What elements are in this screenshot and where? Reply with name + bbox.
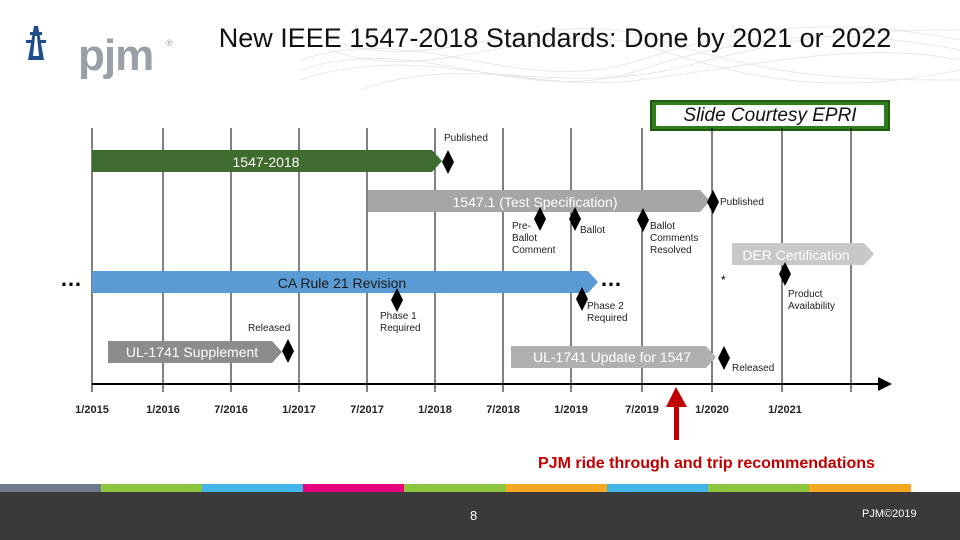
stripe-segment — [0, 484, 103, 492]
slide-title: New IEEE 1547-2018 Standards: Done by 20… — [218, 23, 892, 53]
milestone-diamond — [718, 346, 730, 370]
axis-tick-label: 1/2016 — [146, 404, 180, 416]
background-wave — [299, 26, 960, 91]
bar-1547-1: 1547.1 (Test Specification) — [368, 190, 710, 212]
axis-tick-label: 7/2017 — [350, 404, 384, 416]
bar-label: UL-1741 Update for 1547 — [533, 349, 691, 365]
stripe-segment — [808, 484, 911, 492]
milestone-label: Published — [444, 133, 488, 144]
milestone-diamond — [779, 262, 791, 286]
milestone-diamond — [707, 190, 719, 214]
bar-label: 1547.1 (Test Specification) — [453, 194, 618, 210]
stripe-segment — [707, 484, 810, 492]
milestone-diamonds — [282, 150, 791, 370]
red-arrow-icon — [666, 387, 687, 440]
bar-label: CA Rule 21 Revision — [278, 275, 406, 291]
stripe-segment — [404, 484, 507, 492]
ellipsis-left: … — [60, 266, 82, 291]
logo-text: pjm — [78, 31, 154, 80]
marker-asterisk: * — [721, 273, 726, 287]
milestone-label: Ballot — [580, 225, 605, 236]
footer-bar — [0, 492, 960, 540]
milestone-diamond — [569, 207, 581, 231]
courtesy-box: Slide Courtesy EPRI — [650, 100, 890, 131]
axis-tick-label: 1/2015 — [75, 404, 109, 416]
stripe-segment — [303, 484, 406, 492]
milestone-label: Released — [732, 363, 774, 374]
bar-ul1741-update: UL-1741 Update for 1547 — [511, 346, 716, 368]
axis-tick-label: 1/2020 — [695, 404, 729, 416]
milestone-diamond — [534, 207, 546, 231]
axis-tick-label: 1/2021 — [768, 404, 802, 416]
axis-tick-label: 1/2017 — [282, 404, 316, 416]
axis-tick-label: 7/2019 — [625, 404, 659, 416]
axis-tick-label: 1/2019 — [554, 404, 588, 416]
stripe-segment — [101, 484, 204, 492]
bar-der-certification: DER Certification — [732, 243, 874, 265]
axis-labels: 1/2015 1/2016 7/2016 1/2017 7/2017 1/201… — [75, 404, 802, 416]
logo-registered-mark: ® — [166, 38, 173, 48]
axis-tick-label: 7/2018 — [486, 404, 520, 416]
pjm-logo: pjm ® — [18, 16, 173, 78]
bar-ca-rule-21: CA Rule 21 Revision — [92, 271, 598, 293]
stripe-segment — [606, 484, 709, 492]
bar-1547-2018: 1547-2018 — [92, 150, 442, 172]
bar-label: 1547-2018 — [233, 154, 300, 170]
page-number: 8 — [470, 508, 478, 523]
courtesy-label: Slide Courtesy EPRI — [656, 105, 884, 126]
recommendation-note: PJM ride through and trip recommendation… — [538, 455, 875, 472]
milestone-diamond — [637, 208, 649, 232]
axis-tick-label: 7/2016 — [214, 404, 248, 416]
stripe-segment — [505, 484, 608, 492]
milestone-diamond — [282, 339, 294, 363]
axis-tick-label: 1/2018 — [418, 404, 452, 416]
milestone-label: Released — [248, 323, 290, 334]
copyright: PJM©2019 — [862, 508, 917, 520]
milestone-diamond — [391, 288, 403, 312]
milestone-diamond — [442, 150, 454, 174]
milestone-label: Published — [720, 197, 764, 208]
axis-arrow-icon — [878, 377, 892, 391]
bar-label: UL-1741 Supplement — [126, 344, 258, 360]
bar-label: DER Certification — [742, 247, 849, 263]
bar-ul1741-supplement: UL-1741 Supplement — [108, 341, 282, 363]
ellipsis-right: … — [600, 266, 622, 291]
milestone-diamond — [576, 287, 588, 311]
tower-icon — [26, 26, 46, 60]
stripe-segment — [202, 484, 305, 492]
timeline-chart: 1547-2018 1547.1 (Test Specification) DE… — [60, 128, 892, 440]
